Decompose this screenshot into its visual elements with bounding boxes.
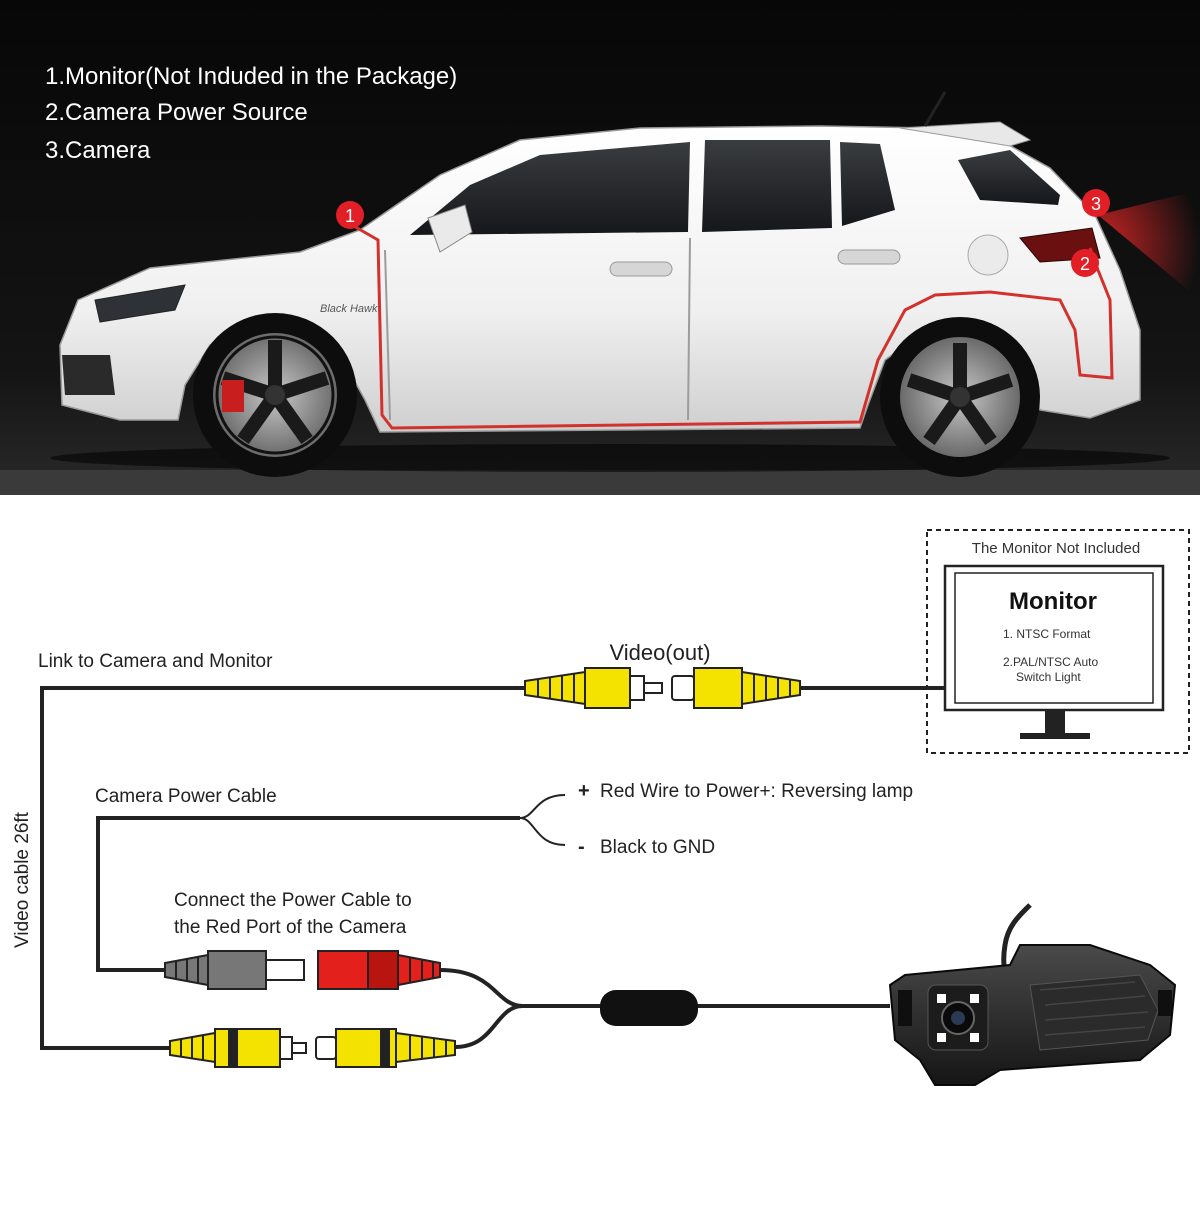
monitor-spec-2-line1: 2.PAL/NTSC Auto <box>1003 655 1098 669</box>
red-wire-label: Red Wire to Power+: Reversing lamp <box>600 781 913 802</box>
quarter-window <box>840 142 895 226</box>
wire-route <box>351 223 1114 430</box>
svg-text:3: 3 <box>1091 194 1101 214</box>
monitor-box: The Monitor Not Included Monitor 1. NTSC… <box>926 529 1190 754</box>
badge-script: Black Hawk <box>320 303 378 315</box>
led-bottom-left <box>937 1033 946 1042</box>
side-mirror <box>427 204 473 253</box>
rear-door-window <box>702 140 832 232</box>
mounting-tab-right <box>1158 990 1172 1016</box>
legend-item-power-source: 2.Camera Power Source <box>45 99 308 126</box>
rear-wheel <box>880 317 1040 477</box>
black-wire-branch <box>519 817 566 846</box>
monitor-title: Monitor <box>1009 588 1097 615</box>
marker-power-source: 2 <box>1071 249 1099 277</box>
power-cable-label: Camera Power Cable <box>95 786 277 807</box>
red-wire-branch <box>519 794 566 819</box>
monitor-stand-neck <box>1045 711 1065 735</box>
marker-monitor: 1 <box>336 201 364 229</box>
headlight <box>94 284 186 323</box>
video-out-label: Video(out) <box>609 640 710 665</box>
mounting-tab-left <box>898 990 912 1026</box>
rear-door-handle <box>837 249 901 265</box>
monitor-spec-2-line2: Switch Light <box>1016 670 1081 684</box>
monitor-screen-inner <box>954 572 1154 704</box>
camera-beam <box>1098 190 1200 300</box>
legend-item-monitor: 1.Monitor(Not Induded in the Package) <box>45 63 457 90</box>
connect-note-line1: Connect the Power Cable to <box>174 890 412 911</box>
wires <box>40 686 945 1050</box>
connect-note-line2: the Red Port of the Camera <box>174 917 407 938</box>
backup-camera <box>888 903 1177 1086</box>
power-cable-wire <box>96 816 520 972</box>
front-grille <box>62 355 115 395</box>
led-bottom-right <box>970 1033 979 1042</box>
camera-video-rca-male <box>169 1028 307 1068</box>
front-wheel <box>193 313 357 477</box>
lens-ridges <box>1039 981 1149 1036</box>
car: Black Hawk <box>50 91 1170 477</box>
black-wire-label: Black to GND <box>600 837 715 858</box>
inline-filter <box>600 990 698 1026</box>
license-light-lens <box>1029 974 1159 1051</box>
antenna <box>923 91 947 127</box>
roof-spoiler <box>899 121 1032 147</box>
split-wire <box>439 968 523 1049</box>
monitor-spec-1: 1. NTSC Format <box>1003 627 1091 641</box>
brake-caliper <box>222 380 244 412</box>
link-label: Link to Camera and Monitor <box>38 651 273 672</box>
rear-window <box>958 150 1060 205</box>
led-top-left <box>937 994 946 1003</box>
svg-text:2: 2 <box>1080 254 1090 274</box>
front-door-seam <box>384 249 391 421</box>
monitor-box-header: The Monitor Not Included <box>972 540 1140 557</box>
led-top-right <box>970 994 979 1003</box>
legend-item-camera: 3.Camera <box>45 137 151 164</box>
camera-lens-glass <box>951 1011 965 1025</box>
ground <box>0 470 1200 495</box>
front-window <box>410 142 690 235</box>
camera-video-rca-female <box>315 1028 456 1068</box>
video-cable-wire <box>40 686 525 1050</box>
marker-camera: 3 <box>1082 189 1110 217</box>
front-door-handle <box>609 261 673 277</box>
video-cable-length-label: Video cable 26ft <box>12 811 33 948</box>
monitor-dashed-border <box>926 529 1190 754</box>
power-plug-gray <box>164 950 305 990</box>
power-port-red <box>317 950 441 990</box>
monitor-stand-base <box>1020 733 1090 739</box>
wiring-diagram: The Monitor Not Included Monitor 1. NTSC… <box>12 529 1190 1086</box>
svg-text:1: 1 <box>345 206 355 226</box>
video-out-rca-male <box>524 667 663 709</box>
fuel-cap <box>967 234 1009 276</box>
video-out-rca-female <box>671 667 801 709</box>
door-seam <box>687 237 691 421</box>
minus-sign: - <box>578 836 585 858</box>
plus-sign: + <box>578 780 590 802</box>
car-photo-panel: 1.Monitor(Not Induded in the Package) 2.… <box>0 0 1200 495</box>
